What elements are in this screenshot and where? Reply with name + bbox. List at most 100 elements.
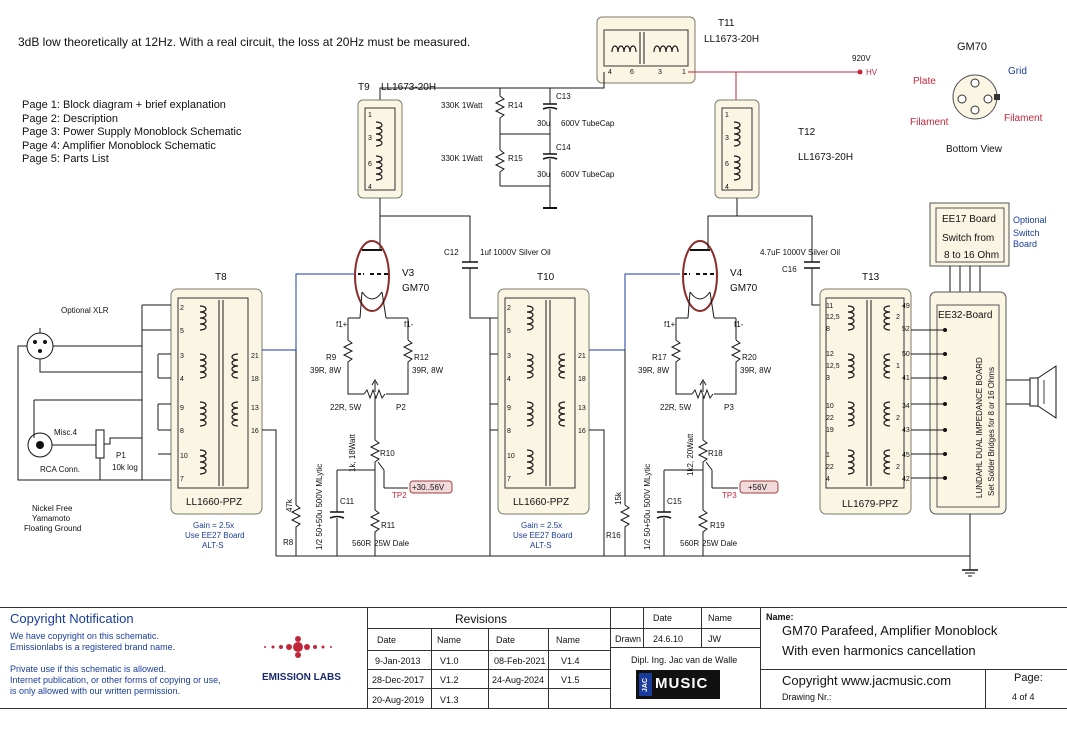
misc-label: Misc.4 <box>54 428 78 437</box>
pin-label: 13 <box>578 405 586 412</box>
pin-label: 22 <box>826 464 834 471</box>
transformer-model: LL1673-20H <box>704 34 759 45</box>
pin-filament: Filament <box>910 117 949 128</box>
pin-label: 2 <box>896 415 900 422</box>
hv-terminal <box>857 69 863 75</box>
pin-label: 50 <box>902 351 910 358</box>
pin-label: 42 <box>902 476 910 483</box>
pin-label: 10 <box>826 403 834 410</box>
pin-label: 21 <box>251 353 259 360</box>
pin-label: 18 <box>578 376 586 383</box>
pin-label: 16 <box>578 428 586 435</box>
ee17-note: Optional <box>1013 215 1047 225</box>
resistor-ref: R12 <box>414 353 429 362</box>
rev-cell: V1.0 <box>440 656 459 666</box>
rev-cell: 20-Aug-2019 <box>372 695 425 705</box>
pin-label: 1 <box>682 69 686 76</box>
resistor-ref: R11 <box>381 521 396 530</box>
title-block: Copyright Notification We have copyright… <box>0 607 1067 737</box>
resistor-ref: R10 <box>380 449 395 458</box>
copyright-line: Emissionlabs is a registered brand name. <box>10 642 176 652</box>
cap-ref: C11 <box>340 497 355 506</box>
resistor-value: 39R, 8W <box>412 366 444 375</box>
cap-type: 600V TubeCap <box>561 170 615 179</box>
testpoint-voltage: +56V <box>748 483 768 492</box>
rev-cell: V1.3 <box>440 695 459 705</box>
alt-note: ALT-S <box>530 541 552 550</box>
page-number: 4 of 4 <box>1012 692 1035 702</box>
pin-label: 3 <box>725 135 729 142</box>
pin-label: 4 <box>608 69 612 76</box>
transformer-ref: T13 <box>862 272 880 283</box>
transformer-model: LL1673-20H <box>381 82 436 93</box>
pin-label: 6 <box>368 161 372 168</box>
ee32-vertical: Set Solder Bridges for 8 or 16 Ohms <box>987 367 996 496</box>
pin-label: 5 <box>507 328 511 335</box>
pin-label: 3 <box>180 353 184 360</box>
ee32-title: EE32-Board <box>938 310 992 321</box>
page-index-item: Page 5: Parts List <box>22 153 109 165</box>
pin-label: 9 <box>180 405 184 412</box>
copyright-title: Copyright Notification <box>10 611 134 626</box>
drawn-date: 24.6.10 <box>653 634 684 644</box>
copyright-line: is only allowed with our written permiss… <box>10 686 181 696</box>
pin-label: 4 <box>368 184 372 191</box>
pin-label: 7 <box>180 476 184 483</box>
emission-labs-brand: EMISSION LABS <box>262 672 341 683</box>
pin-label: 12 <box>826 351 834 358</box>
pin-label: 49 <box>902 303 910 310</box>
pin-label: 34 <box>902 403 910 410</box>
pin-label: 2 <box>896 314 900 321</box>
ee17-line: 8 to 16 Ohm <box>944 250 999 261</box>
pin-label: 1 <box>896 363 900 370</box>
pin-label: 12,5 <box>826 363 840 370</box>
header-note: 3dB low theoretically at 12Hz. With a re… <box>18 35 470 49</box>
filament-network-right: R17 39R, 8W R20 39R, 8W 22R, 5W P3 <box>638 339 772 440</box>
copyright-url: Copyright www.jacmusic.com <box>782 673 952 688</box>
tube-v3: V3 GM70 <box>354 216 430 319</box>
cap-value: 4.7uF 1000V Silver Oil <box>760 248 840 257</box>
transformer-model: LL1679-PPZ <box>842 499 898 510</box>
resistor-value: 39R, 8W <box>740 366 772 375</box>
pin-label: 2 <box>180 305 184 312</box>
drawn-author: Dipl. Ing. Jac van de Walle <box>631 655 738 665</box>
pin-label: 7 <box>507 476 511 483</box>
cathode-network-left: +30..56V TP2 R10 1k, 18Watt R11 560R 25W… <box>348 433 453 556</box>
hv-label: HV <box>866 68 878 77</box>
pin-label: 18 <box>251 376 259 383</box>
transformer-t8: 2 5 3 4 9 8 10 7 21 18 13 16 T8 LL1660-P… <box>170 272 263 550</box>
pin-label: 2 <box>507 305 511 312</box>
tube-type: GM70 <box>402 283 430 294</box>
transformer-t11: 4 6 3 1 T11 LL1673-20H <box>596 16 759 84</box>
copyright-line: We have copyright on this schematic. <box>10 631 159 641</box>
resistor-ref: R20 <box>742 353 757 362</box>
transformer-ref: T9 <box>358 82 370 93</box>
filament-minus: f1- <box>734 320 744 329</box>
transformer-t13: 11 12,5 8 12 12,5 3 10 22 19 1 22 4 49 2… <box>819 272 912 515</box>
pin-label: 10 <box>507 453 515 460</box>
board-note: Use EE27 Board <box>513 531 573 540</box>
resistor-power: 25W Dale <box>702 539 738 548</box>
pin-filament: Filament <box>1004 113 1043 124</box>
pin-label: 12,5 <box>826 314 840 321</box>
rev-cell: V1.4 <box>561 656 580 666</box>
pin-label: 10 <box>180 453 188 460</box>
pot-ref: P1 <box>116 451 126 460</box>
tube-ref: V4 <box>730 268 743 279</box>
pin-label: 8 <box>826 326 830 333</box>
cap-type: 600V TubeCap <box>561 119 615 128</box>
page-index-item: Page 1: Block diagram + brief explanatio… <box>22 99 226 111</box>
resistor-value: 15k <box>614 491 623 505</box>
gain-note: Gain = 2.5x <box>193 521 234 530</box>
cap-ref: C14 <box>556 143 571 152</box>
cap-ref: C15 <box>667 497 682 506</box>
rev-cell: 24-Aug-2024 <box>492 675 545 685</box>
name-label: Name: <box>766 612 794 622</box>
pin-label: 16 <box>251 428 259 435</box>
pin-label: 6 <box>725 161 729 168</box>
ee17-note-line: Switch <box>1013 228 1040 238</box>
transformer-model: LL1660-PPZ <box>513 497 569 508</box>
ee17-board: EE17 Board Switch from 8 to 16 Ohm Optio… <box>929 202 1047 292</box>
pin-label: 6 <box>630 69 634 76</box>
resistor-value: 1k, 18Watt <box>348 433 357 472</box>
